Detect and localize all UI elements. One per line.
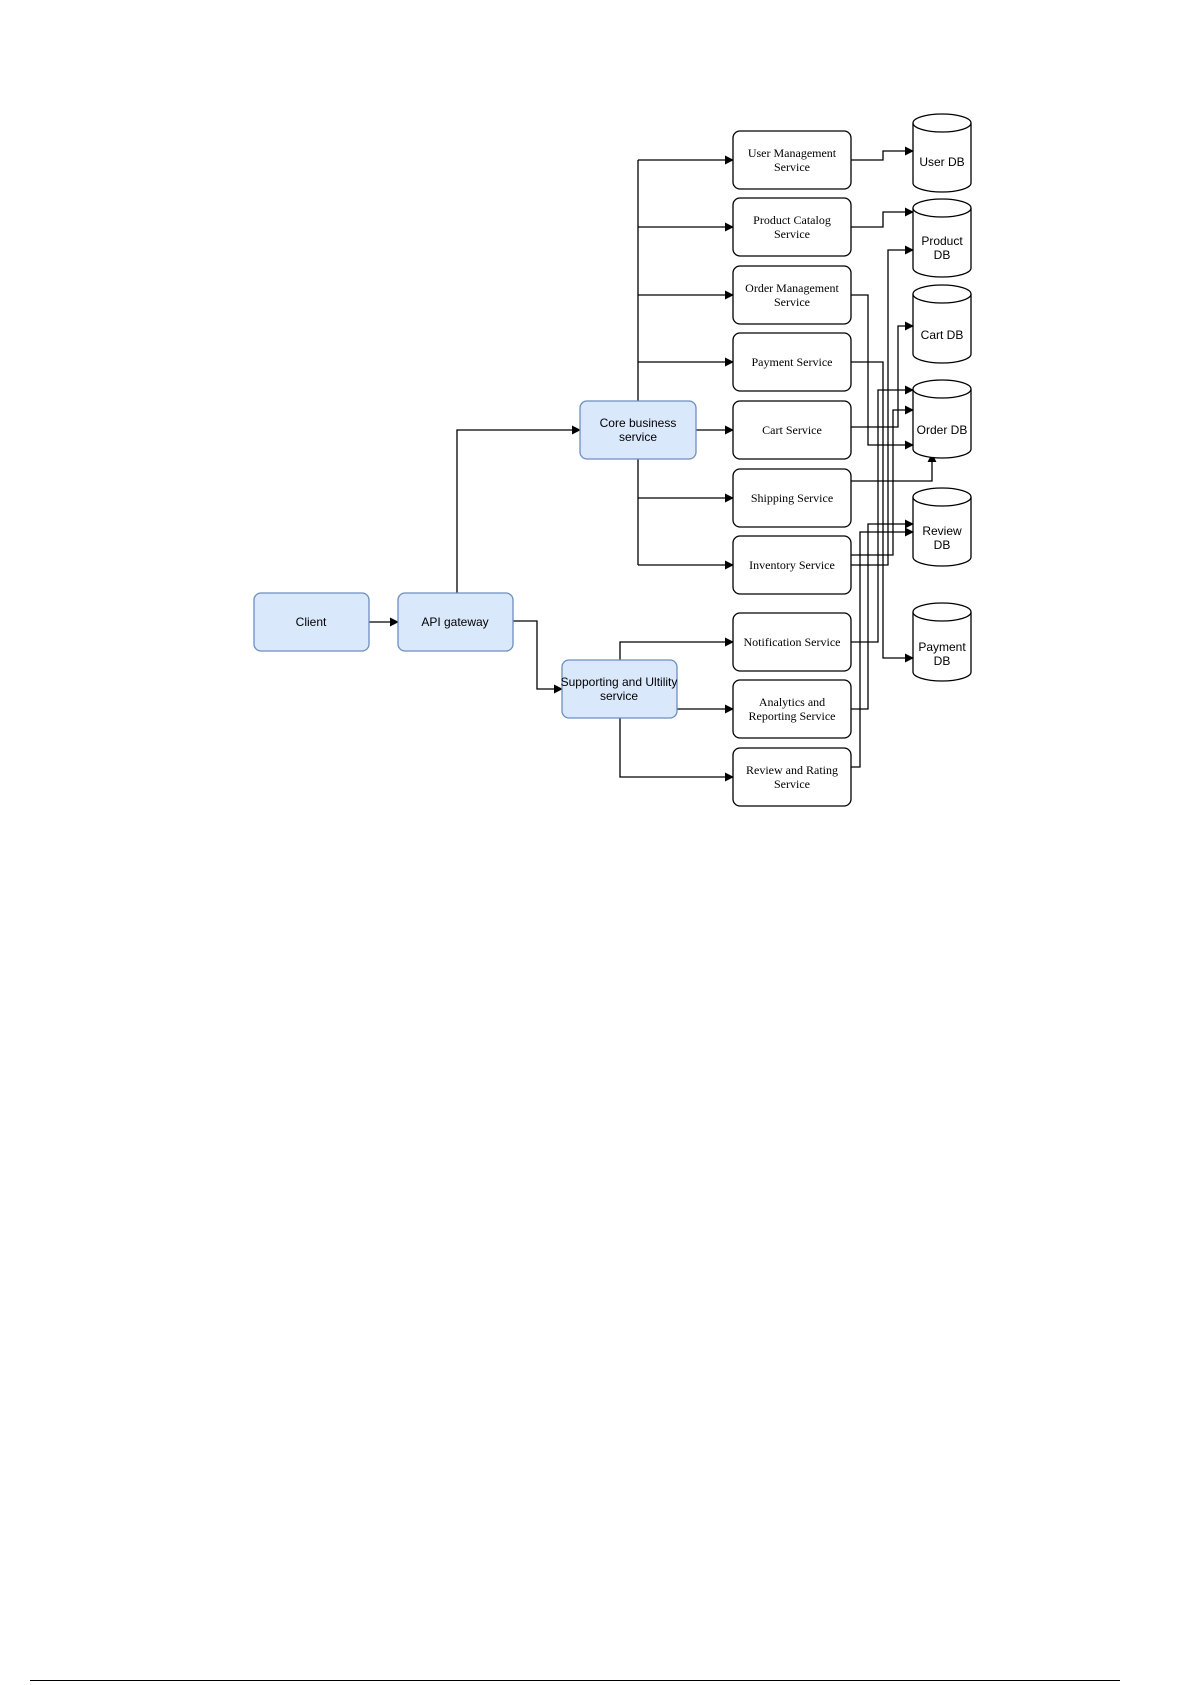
page-bottom-rule: [30, 1680, 1120, 1681]
order-db-label: Order DB: [917, 423, 968, 437]
user-db-label: User DB: [919, 155, 964, 169]
order-db-cylinder[interactable]: Order DB: [912, 379, 972, 459]
edge-support-review: [619, 718, 734, 782]
product-catalog-service-box[interactable]: [732, 197, 852, 257]
shipping-service-label: Shipping Service: [751, 491, 833, 505]
payment-service-label: Payment Service: [752, 355, 833, 369]
analytics-reporting-service-box[interactable]: [732, 679, 852, 739]
api-gateway-label: API gateway: [421, 615, 488, 629]
notification-service-box[interactable]: [732, 612, 852, 672]
inventory-service-label: Inventory Service: [749, 558, 835, 572]
edge-gateway-support: [513, 620, 563, 694]
edge-user-mgmt-user-db: [851, 146, 914, 161]
order-management-service-box[interactable]: [732, 265, 852, 325]
payment-service-box[interactable]: [732, 332, 852, 392]
edge-product-catalog-product-db: [851, 207, 914, 228]
cart-service-box[interactable]: [732, 400, 852, 460]
review-rating-service-box[interactable]: [732, 747, 852, 807]
edge-cart-cart-db: [851, 321, 914, 428]
notification-service-label: Notification Service: [744, 635, 841, 649]
user-db-cylinder[interactable]: User DB: [912, 113, 972, 193]
edge-notification-order-db: [851, 385, 914, 643]
client-label: Client: [296, 615, 327, 629]
edge-shipping-order-db: [851, 453, 937, 482]
client-box[interactable]: [253, 592, 370, 652]
shipping-service-box[interactable]: [732, 468, 852, 528]
cart-db-cylinder[interactable]: Cart DB: [912, 284, 972, 364]
edge-order-mgmt-order-db: [851, 294, 914, 450]
api-gateway-box[interactable]: [397, 592, 514, 652]
inventory-service-box[interactable]: [732, 535, 852, 595]
edge-gateway-core: [456, 425, 581, 594]
edge-inventory-product-db: [851, 245, 914, 566]
user-management-service-box[interactable]: [732, 130, 852, 190]
edge-payment-payment-db: [851, 361, 914, 663]
edge-review-review-db: [851, 527, 914, 768]
cart-service-label: Cart Service: [762, 423, 822, 437]
edge-support-notification: [619, 637, 734, 660]
cart-db-label: Cart DB: [921, 328, 964, 342]
edge-inventory-order-db: [851, 405, 914, 556]
supporting-utility-service-box[interactable]: [561, 659, 678, 719]
core-business-service-box[interactable]: [579, 400, 697, 460]
connector-lines: [369, 146, 937, 782]
